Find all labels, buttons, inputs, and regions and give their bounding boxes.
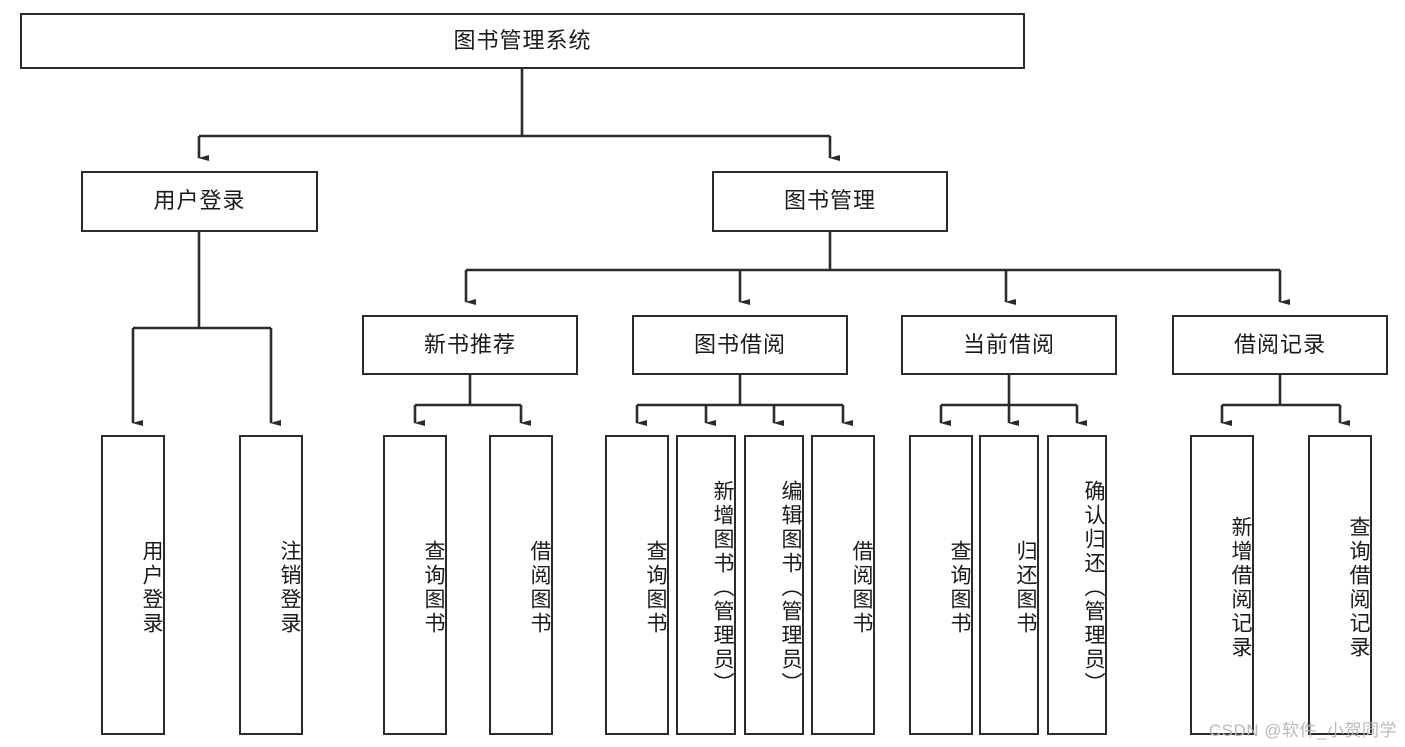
node-label: 借阅记录 bbox=[1233, 331, 1326, 357]
node-label: 新书推荐 bbox=[423, 331, 516, 357]
leaf-query-book-recommend[interactable]: 查询图书 bbox=[383, 435, 447, 735]
leaf-user-login[interactable]: 用户登录 bbox=[101, 435, 165, 735]
leaf-add-book-admin[interactable]: 新增图书（管理员） bbox=[676, 435, 736, 735]
leaf-query-book-current[interactable]: 查询图书 bbox=[909, 435, 973, 735]
node-label: 图书借阅 bbox=[693, 331, 786, 357]
node-new-book-recommend[interactable]: 新书推荐 bbox=[362, 315, 578, 375]
leaf-return-book[interactable]: 归还图书 bbox=[979, 435, 1039, 735]
node-current-borrow[interactable]: 当前借阅 bbox=[901, 315, 1117, 375]
node-label: 新增图书（管理员） bbox=[711, 480, 734, 696]
node-label: 查询借阅记录 bbox=[1347, 516, 1370, 660]
leaf-borrow-book[interactable]: 借阅图书 bbox=[811, 435, 875, 735]
node-root-system[interactable]: 图书管理系统 bbox=[20, 13, 1025, 69]
node-book-management[interactable]: 图书管理 bbox=[712, 171, 948, 232]
node-label: 确认归还（管理员） bbox=[1082, 480, 1105, 696]
node-user-login[interactable]: 用户登录 bbox=[81, 171, 318, 232]
node-label: 借阅图书 bbox=[528, 540, 551, 636]
leaf-edit-book-admin[interactable]: 编辑图书（管理员） bbox=[744, 435, 804, 735]
leaf-query-book-borrow[interactable]: 查询图书 bbox=[605, 435, 669, 735]
node-borrow-record[interactable]: 借阅记录 bbox=[1172, 315, 1388, 375]
node-label: 新增借阅记录 bbox=[1229, 516, 1252, 660]
leaf-add-borrow-record[interactable]: 新增借阅记录 bbox=[1190, 435, 1254, 735]
leaf-logout[interactable]: 注销登录 bbox=[239, 435, 303, 735]
node-label: 查询图书 bbox=[644, 540, 667, 636]
node-label: 当前借阅 bbox=[962, 331, 1055, 357]
leaf-confirm-return-admin[interactable]: 确认归还（管理员） bbox=[1047, 435, 1107, 735]
node-label: 图书管理系统 bbox=[453, 27, 592, 53]
node-label: 查询图书 bbox=[948, 540, 971, 636]
leaf-query-borrow-record[interactable]: 查询借阅记录 bbox=[1308, 435, 1372, 735]
node-label: 归还图书 bbox=[1014, 540, 1037, 636]
node-label: 用户登录 bbox=[153, 188, 246, 214]
node-label: 借阅图书 bbox=[850, 540, 873, 636]
node-label: 图书管理 bbox=[783, 188, 876, 214]
node-label: 查询图书 bbox=[422, 540, 445, 636]
node-book-borrow[interactable]: 图书借阅 bbox=[632, 315, 848, 375]
watermark: CSDN @软件_小贺同学 bbox=[1208, 721, 1397, 740]
leaf-borrow-book-recommend[interactable]: 借阅图书 bbox=[489, 435, 553, 735]
node-label: 用户登录 bbox=[140, 540, 163, 636]
node-label: 编辑图书（管理员） bbox=[779, 480, 802, 696]
node-label: 注销登录 bbox=[278, 540, 301, 636]
